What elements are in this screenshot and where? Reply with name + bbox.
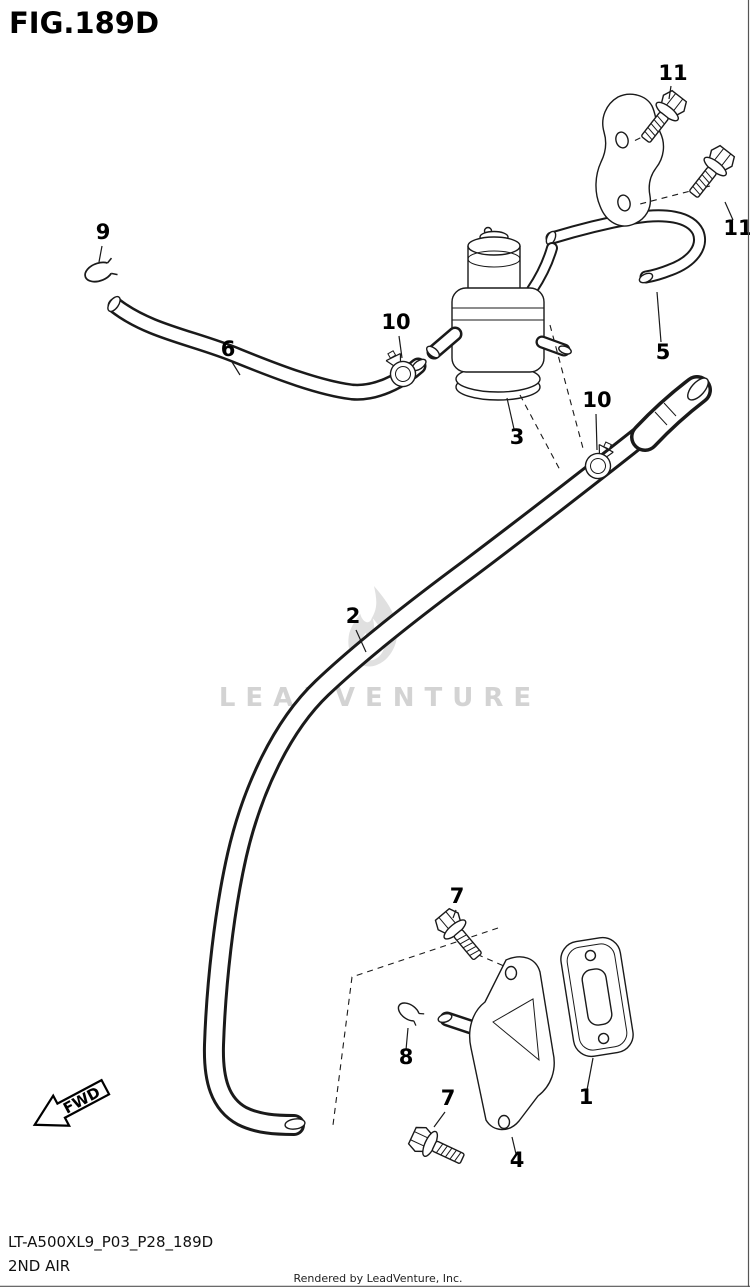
callout-4: 4 <box>510 1148 525 1172</box>
callout-6: 6 <box>221 337 236 361</box>
section-label: 2ND AIR <box>8 1257 70 1275</box>
valve-body-4 <box>437 956 555 1131</box>
callout-11-top: 11 <box>658 61 687 85</box>
callout-1: 1 <box>579 1085 594 1109</box>
part-code: LT-A500XL9_P03_P28_189D <box>8 1233 213 1252</box>
hose-2 <box>202 375 712 1136</box>
callout-5: 5 <box>656 340 671 364</box>
clip-9 <box>81 257 119 287</box>
clip-8 <box>394 998 425 1027</box>
fwd-arrow-icon: FWD <box>32 1078 111 1127</box>
fwd-label: FWD <box>60 1083 103 1117</box>
hose-6 <box>107 295 427 401</box>
bolt-11-right <box>682 142 739 204</box>
mounting-bracket <box>595 93 665 227</box>
callout-9: 9 <box>96 220 111 244</box>
assembly-dash <box>466 949 505 967</box>
callout-3: 3 <box>510 425 525 449</box>
pipe-5 <box>545 209 706 284</box>
callouts: 11 11 9 6 10 3 5 10 2 7 8 1 7 4 <box>96 61 750 1172</box>
bolt-7-upper <box>431 905 489 967</box>
callout-10-left: 10 <box>381 310 410 334</box>
bolt-7-lower <box>406 1122 469 1172</box>
callout-11-right: 11 <box>723 216 750 240</box>
rendered-by-credit: Rendered by LeadVenture, Inc. <box>293 1272 462 1285</box>
callout-10-right: 10 <box>582 388 611 412</box>
gasket-1 <box>560 936 634 1058</box>
callout-7-upper: 7 <box>450 884 465 908</box>
callout-2: 2 <box>346 604 361 628</box>
watermark-text: LEADVENTURE <box>219 683 541 713</box>
air-valve-3 <box>426 226 572 401</box>
figure-title: FIG.189D <box>9 6 159 40</box>
assembly-dash <box>519 394 561 471</box>
assembly-dash <box>332 927 499 1126</box>
callout-8: 8 <box>399 1045 414 1069</box>
callout-7-lower: 7 <box>441 1086 456 1110</box>
